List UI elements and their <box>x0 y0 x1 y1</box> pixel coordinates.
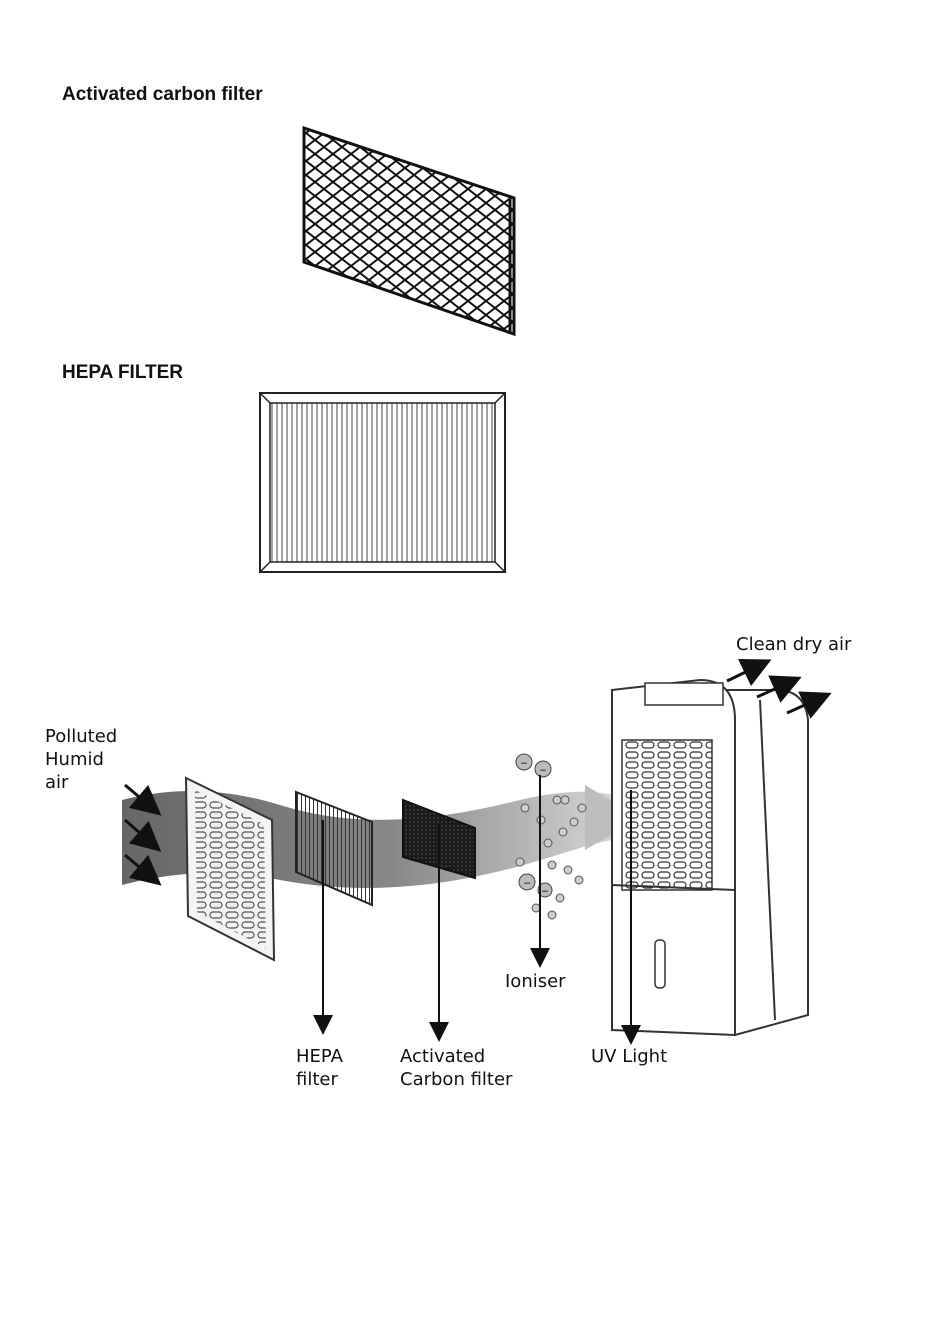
activated-carbon-filter-image <box>304 128 514 334</box>
clean-dry-air-label: Clean dry air <box>736 634 852 655</box>
ion-symbol: − <box>523 879 531 889</box>
ion-symbol: − <box>541 887 549 897</box>
ioniser-label: Ioniser <box>505 971 566 992</box>
hepa-label-line1: HEPA <box>296 1046 344 1067</box>
hepa-label-line2: filter <box>296 1069 338 1090</box>
polluted-air-label-line2: Humid <box>45 749 104 770</box>
carbon-label-line1: Activated <box>400 1046 485 1067</box>
carbon-label-line2: Carbon filter <box>400 1069 513 1090</box>
hepa-filter-diagram <box>296 792 372 905</box>
polluted-air-label-line1: Polluted <box>45 726 117 747</box>
dehumidifier-unit <box>612 680 808 1035</box>
uv-light-label: UV Light <box>591 1046 667 1067</box>
ion-symbol: − <box>520 759 528 769</box>
polluted-air-label-line3: air <box>45 772 69 793</box>
ion-symbol: − <box>539 766 547 776</box>
hepa-filter-image <box>260 393 505 572</box>
